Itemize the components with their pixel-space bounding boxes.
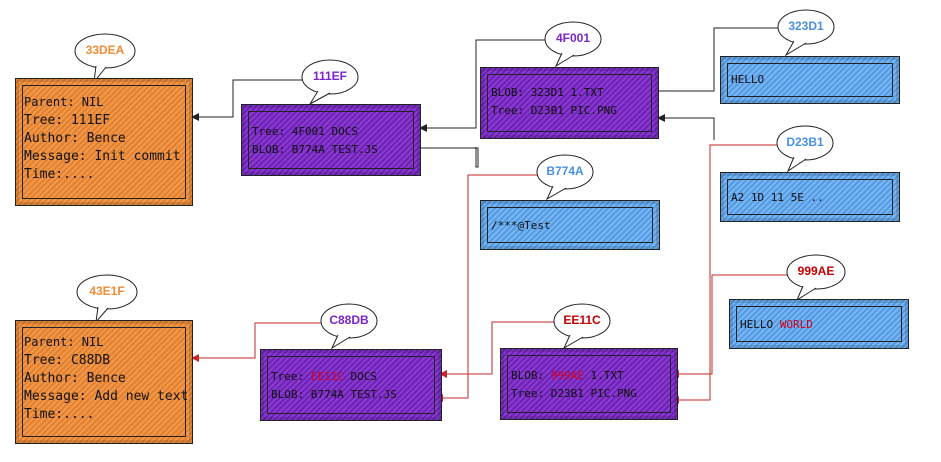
hash-label-43E1F: 43E1F <box>89 284 125 298</box>
commit-time: Time:.... <box>24 167 95 182</box>
hash-label-C88DB: C88DB <box>329 313 369 327</box>
hash-label-999AE: 999AE <box>797 264 835 278</box>
tree-node-EE11C: BLOB: 999AE 1.TXT Tree: D23B1 PIC.PNG <box>500 348 678 420</box>
hash-label-4F001: 4F001 <box>555 31 591 45</box>
hash-label-111EF: 111EF <box>312 69 348 83</box>
commit-message: Message: Init commit <box>24 149 181 164</box>
commit-author: Author: Bence <box>24 371 126 386</box>
commit-node-33DEA: Parent: NIL Tree: 111EF Author: Bence Me… <box>15 78 193 206</box>
commit-message: Message: Add new text <box>24 389 189 404</box>
bubble-EE11C <box>553 303 611 350</box>
tree-entry: Tree: EE11C DOCS <box>271 370 377 383</box>
commit-parent: Parent: NIL <box>24 95 104 109</box>
blob-content: A2 1D 11 5E .. <box>731 191 824 204</box>
hash-label-323D1: 323D1 <box>788 19 824 33</box>
blob-content: HELLO <box>731 73 765 86</box>
commit-tree: Tree: C88DB <box>24 353 111 368</box>
wire-999AE-to-tree-docs2 <box>671 274 790 378</box>
hash-label-D23B1: D23B1 <box>786 135 824 149</box>
blob-text-world: WORLD <box>779 318 813 331</box>
tree-node-4F001: BLOB: 323D1 1.TXT Tree: D23B1 PIC.PNG <box>480 67 659 139</box>
tree-entry-prefix: BLOB: <box>511 369 551 382</box>
tree-entry: BLOB: 999AE 1.TXT <box>511 369 624 382</box>
wire-B774A-to-tree2 <box>435 174 545 402</box>
tree-node-C88DB: Tree: EE11C DOCS BLOB: B774A TEST.JS <box>260 349 442 421</box>
wire-EE11C-to-tree2 <box>439 321 558 378</box>
hash-label-B774A: B774A <box>546 164 584 178</box>
wire-D23B1-to-tree-docs1 <box>657 114 715 140</box>
bubble-B774A <box>536 154 594 201</box>
bubble-111EF <box>301 59 359 106</box>
bubble-D23B1 <box>776 125 834 173</box>
tree-entry-prefix: Tree: <box>271 370 311 383</box>
wire-B774A-to-tree1 <box>412 144 479 168</box>
wire-C88DB-to-commit2 <box>191 322 323 362</box>
tree-entry: Tree: D23B1 PIC.PNG <box>511 387 637 400</box>
hash-label-EE11C: EE11C <box>563 313 601 327</box>
tree-entry: Tree: 4F001 DOCS <box>252 125 358 138</box>
bubble-C88DB <box>320 303 378 350</box>
hash-label-33DEA: 33DEA <box>85 43 125 57</box>
tree-entry: BLOB: B774A TEST.JS <box>271 388 397 401</box>
commit-time: Time:.... <box>24 407 95 422</box>
tree-entry-name: DOCS <box>343 370 377 383</box>
tree-entry-name: 1.TXT <box>583 369 624 382</box>
blob-node-D23B1: A2 1D 11 5E .. <box>720 172 900 222</box>
bubble-4F001 <box>544 21 602 68</box>
commit-node-43E1F: Parent: NIL Tree: C88DB Author: Bence Me… <box>15 320 193 444</box>
blob-node-B774A: /***@Test <box>480 200 660 250</box>
commit-tree: Tree: 111EF <box>24 113 111 128</box>
tree-entry: BLOB: 323D1 1.TXT <box>491 86 604 99</box>
blob-node-999AE: HELLO WORLD <box>729 299 909 349</box>
bubble-999AE <box>786 254 846 302</box>
bubble-323D1 <box>777 9 835 57</box>
tree-entry: BLOB: B774A TEST.JS <box>252 143 378 156</box>
wire-111EF-to-commit1 <box>191 79 305 121</box>
blob-content: HELLO WORLD <box>740 318 813 331</box>
bubble-43E1F <box>76 274 138 324</box>
tree-entry-hash: 999AE <box>550 369 584 382</box>
bubble-33DEA <box>74 33 136 84</box>
wire-4F001-to-tree1 <box>419 39 548 132</box>
blob-text-hello: HELLO <box>740 318 780 331</box>
tree-entry: Tree: D23B1 PIC.PNG <box>491 104 617 117</box>
tree-node-111EF: Tree: 4F001 DOCS BLOB: B774A TEST.JS <box>241 104 421 176</box>
commit-author: Author: Bence <box>24 131 126 146</box>
tree-entry-hash: EE11C <box>310 370 344 383</box>
wire-323D1-to-tree-docs1 <box>650 27 784 95</box>
blob-node-323D1: HELLO <box>720 56 900 104</box>
commit-parent: Parent: NIL <box>24 335 104 349</box>
wire-D23B1-to-tree-docs2 <box>671 144 783 404</box>
blob-content: /***@Test <box>491 219 551 232</box>
